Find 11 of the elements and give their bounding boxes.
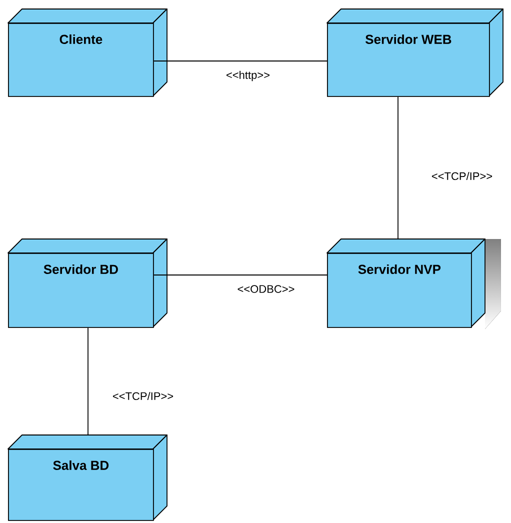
node-cube: Salva BD [8,434,168,521]
node-cube: Servidor BD [8,238,168,328]
connector-line [153,60,328,62]
node-cube: Servidor WEB [326,8,504,97]
node-cube: Cliente [8,8,168,97]
edge-label: <<TCP/IP>> [111,390,175,402]
edge-label: <<http>> [224,70,272,82]
edge-label: <<TCP/IP>> [430,170,494,182]
connector-line [153,274,328,276]
edge-label: <<ODBC>> [236,284,296,294]
node-cube: Servidor NVP [326,238,501,329]
